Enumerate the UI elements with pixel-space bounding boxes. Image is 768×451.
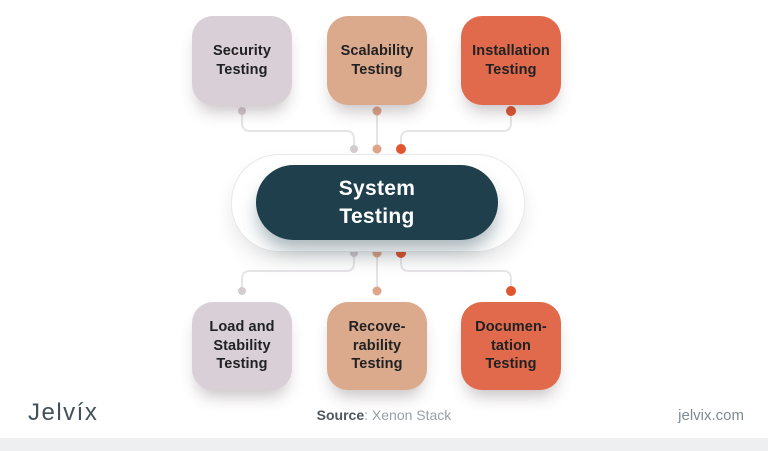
connector-dot: [238, 287, 246, 295]
node-label-line: Testing: [216, 356, 268, 373]
node-label-line: tation: [490, 337, 532, 354]
node-scalability-testing: Scalability Testing: [327, 16, 427, 105]
node-label-line: Installation: [472, 42, 550, 59]
connector-dot: [372, 106, 382, 116]
node-label-line: Testing: [351, 356, 403, 373]
node-label-line: Documen-: [475, 318, 547, 335]
node-recoverability-testing: Recove- rability Testing: [327, 302, 427, 390]
node-label-line: Recove-: [348, 318, 406, 335]
node-label-line: Testing: [351, 61, 403, 78]
center-label-line: Testing: [339, 204, 415, 228]
connector-paths: [241, 114, 512, 288]
connector-dot: [396, 144, 406, 154]
node-security-testing: Security Testing: [192, 16, 292, 105]
node-label-line: Testing: [485, 356, 537, 373]
source-label: Source: [316, 407, 365, 423]
connector-path-bottom-left: [241, 256, 355, 288]
node-label-line: Testing: [216, 61, 268, 78]
node-label: Scalability Testing: [341, 42, 414, 80]
node-label-line: Load and: [209, 318, 275, 335]
node-label: Security Testing: [213, 42, 271, 80]
center-node-system-testing: System Testing: [256, 165, 498, 240]
connector-dot: [238, 107, 246, 115]
node-label-line: Stability: [213, 337, 271, 354]
connector-dots: [238, 106, 516, 296]
node-label: Installation Testing: [472, 42, 550, 80]
connector-dot: [372, 144, 382, 154]
node-label-line: Testing: [485, 61, 537, 78]
node-installation-testing: Installation Testing: [461, 16, 561, 105]
connector-dot: [506, 106, 516, 116]
connector-dot: [372, 286, 382, 296]
connector-dot: [350, 145, 358, 153]
node-load-stability-testing: Load and Stability Testing: [192, 302, 292, 390]
node-label: Documen- tation Testing: [475, 318, 547, 375]
connector-path-top-left: [241, 114, 355, 146]
source-value: : Xenon Stack: [364, 407, 452, 423]
node-documentation-testing: Documen- tation Testing: [461, 302, 561, 390]
jelvix-logo: Jelvíx: [28, 399, 99, 426]
footer-strip: [0, 438, 768, 451]
node-label: Load and Stability Testing: [209, 318, 274, 375]
website-url: jelvix.com: [678, 407, 744, 424]
connector-dot: [506, 286, 516, 296]
node-label-line: rability: [352, 337, 402, 354]
center-label-line: System: [338, 176, 416, 200]
node-label-line: Security: [212, 42, 272, 59]
node-label: Recove- rability Testing: [348, 318, 405, 375]
node-label-line: Scalability: [340, 42, 414, 59]
center-node-label: System Testing: [339, 175, 416, 230]
connector-path-bottom-right: [400, 256, 512, 288]
source-attribution: Source: Xenon Stack: [0, 407, 768, 423]
connector-path-top-right: [400, 115, 512, 145]
